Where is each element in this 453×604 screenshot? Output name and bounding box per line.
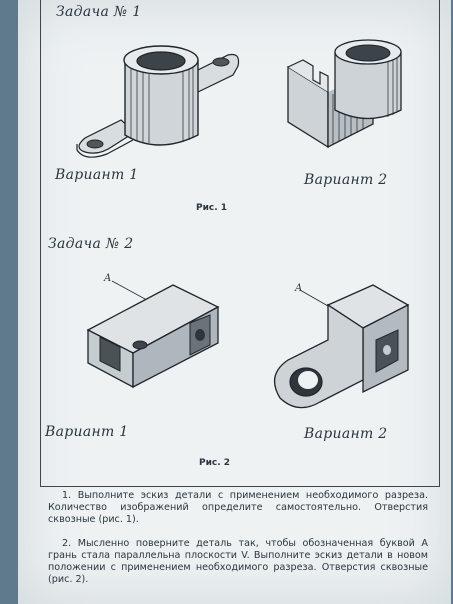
instruction-1: 1. Выполните эскиз детали с применением … — [48, 490, 428, 525]
face-letter-variant1: A — [104, 273, 112, 284]
task1-variant2-drawing — [287, 39, 402, 149]
task1-title: Задача № 1 — [56, 4, 142, 20]
task2-title: Задача № 2 — [48, 236, 134, 252]
task1-variant2-label: Вариант 2 — [304, 172, 388, 188]
figure1-caption: Рис. 1 — [196, 203, 228, 213]
task2-variant2-label: Вариант 2 — [304, 426, 388, 442]
page-frame — [40, 0, 440, 487]
task1-variant1-drawing — [76, 45, 240, 158]
face-letter-variant2: A — [295, 283, 303, 294]
task1-variant1-label: Вариант 1 — [55, 167, 139, 183]
worksheet-page: Задача № 1 — [18, 0, 451, 604]
task2-variant2-drawing — [273, 284, 410, 409]
task2-variant1-label: Вариант 1 — [45, 424, 129, 440]
figure2-caption: Рис. 2 — [199, 458, 231, 468]
instruction-2: 2. Мысленно поверните деталь так, чтобы … — [48, 538, 428, 585]
task2-variant1-drawing — [86, 280, 220, 389]
